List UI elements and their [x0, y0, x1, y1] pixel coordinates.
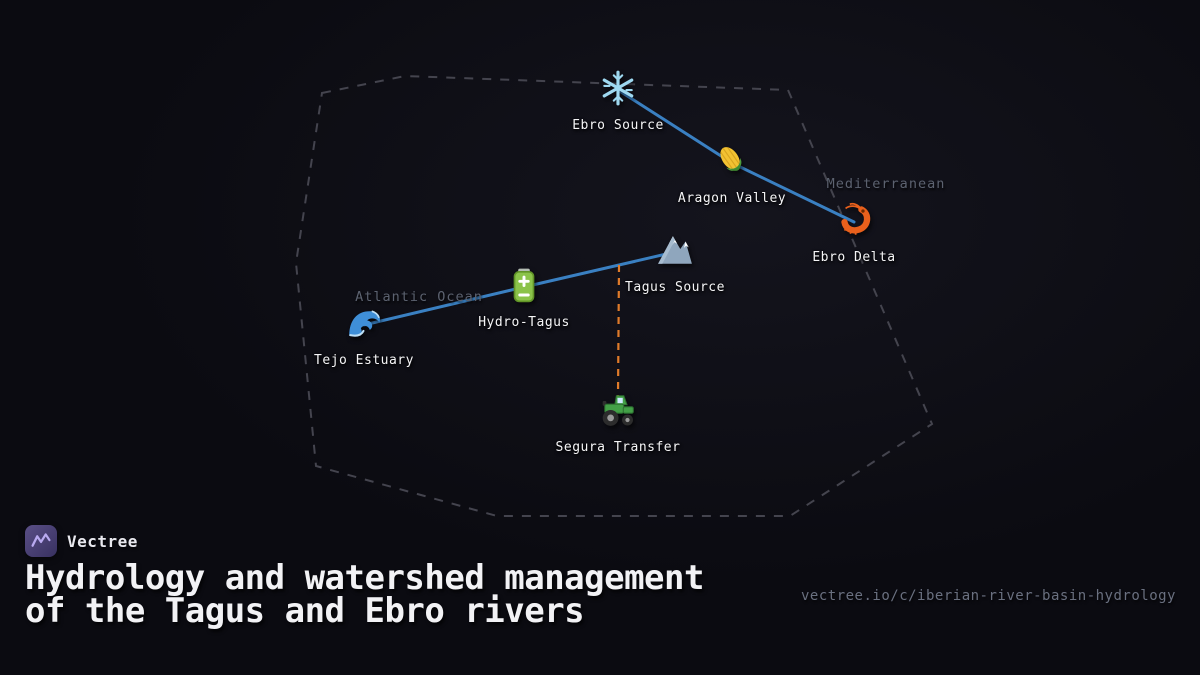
page-title-line2: of the Tagus and Ebro rivers — [25, 591, 585, 631]
vectree-logo-icon — [31, 533, 51, 547]
node-label-segura-transfer: Segura Transfer — [555, 440, 681, 455]
region-label-mediterranean: Mediterranean — [826, 176, 946, 192]
node-label-tagus-source: Tagus Source — [625, 280, 725, 295]
node-label-tejo-estuary: Tejo Estuary — [314, 353, 414, 368]
mountain-icon — [658, 236, 692, 264]
tractor-icon — [602, 395, 634, 426]
river-edge-ebro-source--aragon-valley — [616, 88, 734, 165]
node-label-ebro-source: Ebro Source — [572, 118, 664, 133]
corn-icon — [720, 147, 742, 171]
river-edge-aragon-valley--ebro-delta — [730, 161, 856, 224]
page-title: Hydrology and watershed management of th… — [25, 561, 704, 631]
battery-icon — [513, 268, 535, 303]
node-label-hydro-tagus: Hydro-Tagus — [478, 315, 570, 330]
transfer-edge — [616, 264, 621, 397]
wave-icon — [349, 310, 381, 337]
brand-name: Vectree — [67, 531, 138, 551]
region-label-atlantic-ocean: Atlantic Ocean — [355, 289, 483, 305]
shrimp-icon — [841, 202, 871, 235]
snowflake-icon — [602, 70, 634, 106]
share-url: vectree.io/c/iberian-river-basin-hydrolo… — [800, 588, 1176, 604]
node-label-aragon-valley: Aragon Valley — [677, 191, 787, 206]
page-title-line1: Hydrology and watershed management — [25, 558, 704, 598]
river-edge-tagus-source--hydro-tagus — [522, 250, 677, 289]
brand-row: Vectree — [25, 525, 138, 557]
node-label-ebro-delta: Ebro Delta — [812, 250, 896, 265]
river-edge-hydro-tagus--tejo-estuary — [362, 285, 526, 327]
vectree-logo — [25, 525, 57, 557]
footer: Vectree Hydrology and watershed manageme… — [0, 525, 1200, 675]
